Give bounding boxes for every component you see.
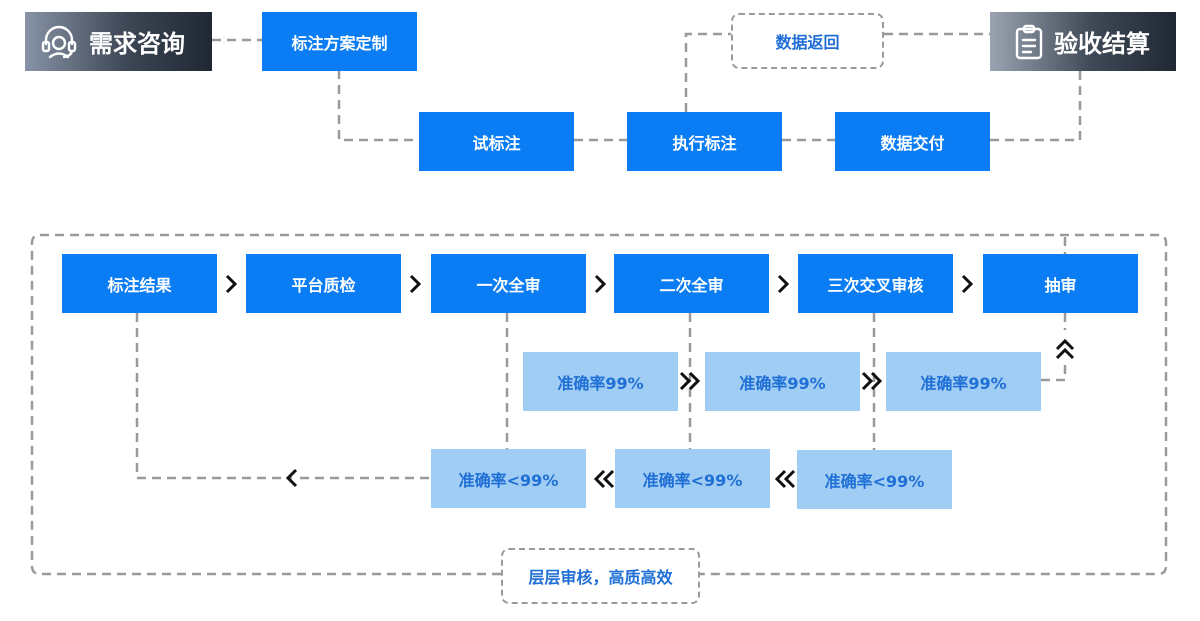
fail-rate-box: 准确率<99% <box>797 450 952 509</box>
step-spot-check: 抽审 <box>983 254 1138 313</box>
fail-rate-box: 准确率<99% <box>431 449 586 508</box>
headset-icon <box>39 22 79 62</box>
double-chevron-right-icon <box>861 371 883 391</box>
clipboard-icon <box>1014 24 1044 60</box>
execute-annotation-node: 执行标注 <box>627 112 782 171</box>
chevron-right-icon <box>594 274 607 294</box>
pass-rate-box: 准确率99% <box>705 352 860 411</box>
scheme-customization-node: 标注方案定制 <box>262 12 417 71</box>
consult-label: 需求咨询 <box>89 30 185 58</box>
fail-rate-box: 准确率<99% <box>615 449 770 508</box>
chevron-left-icon <box>285 468 298 488</box>
acceptance-end-node: 验收结算 <box>990 12 1176 71</box>
trial-annotation-node: 试标注 <box>419 112 574 171</box>
pass-rate-box: 准确率99% <box>523 352 678 411</box>
chevron-right-icon <box>409 274 422 294</box>
review-caption: 层层审核，高质高效 <box>501 548 700 604</box>
step-second-full-review: 二次全审 <box>614 254 769 313</box>
acceptance-label: 验收结算 <box>1054 30 1150 58</box>
step-annotation-result: 标注结果 <box>62 254 217 313</box>
chevron-right-icon <box>961 274 974 294</box>
double-chevron-left-icon <box>774 469 796 489</box>
consult-start-node: 需求咨询 <box>25 12 212 71</box>
step-third-cross-review: 三次交叉审核 <box>798 254 953 313</box>
step-first-full-review: 一次全审 <box>431 254 586 313</box>
chevron-right-icon <box>777 274 790 294</box>
step-platform-qc: 平台质检 <box>246 254 401 313</box>
data-delivery-node: 数据交付 <box>835 112 990 171</box>
double-chevron-left-icon <box>593 469 615 489</box>
double-chevron-right-icon <box>679 371 701 391</box>
chevron-right-icon <box>225 274 238 294</box>
data-return-node: 数据返回 <box>731 13 884 69</box>
double-chevron-up-icon <box>1055 338 1075 360</box>
pass-rate-box: 准确率99% <box>886 352 1041 411</box>
